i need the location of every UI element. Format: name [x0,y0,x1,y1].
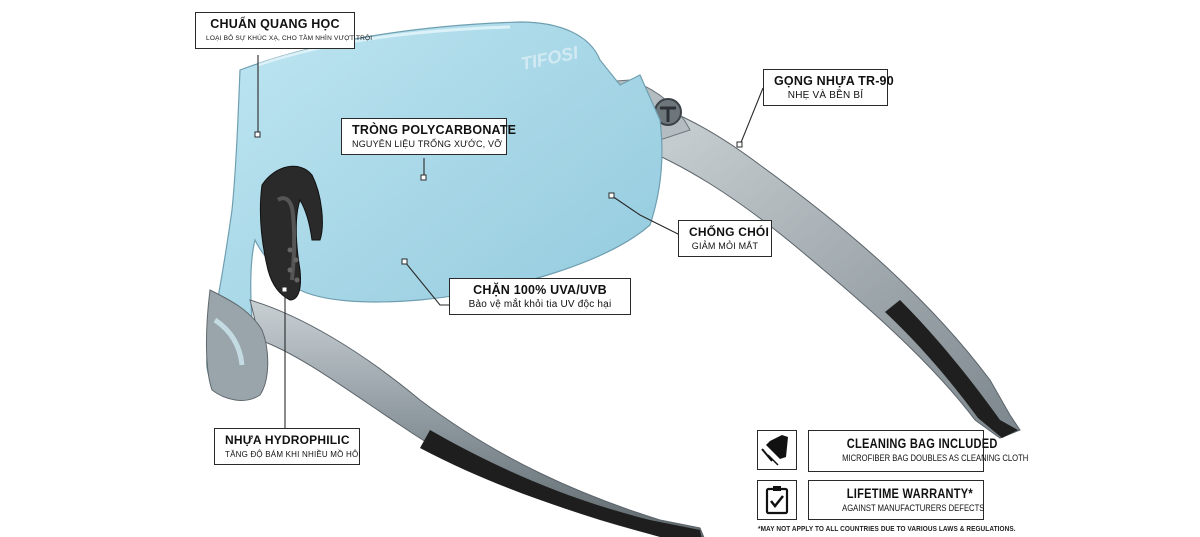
callout-uv: CHẶN 100% UVA/UVB Bảo vệ mắt khỏi tia UV… [449,278,631,315]
badge-cleaning-title: CLEANING BAG INCLUDED [846,436,998,451]
callout-frame-title: GỌNG NHỰA TR-90 [774,74,894,88]
callout-hydrophilic-subtitle: TĂNG ĐỘ BÁM KHI NHIỀU MỒ HÔI [225,450,361,459]
callout-frame: GỌNG NHỰA TR-90 NHẸ VÀ BỀN BỈ [763,69,894,106]
callout-frame-subtitle: NHẸ VÀ BỀN BỈ [787,90,864,101]
cleaning-bag-icon-box [757,430,797,470]
callout-lens-title: TRÒNG POLYCARBONATE [352,123,517,137]
badge-cleaning-bag: CLEANING BAG INCLUDED MICROFIBER BAG DOU… [808,430,1029,472]
badge-cleaning-subtitle: MICROFIBER BAG DOUBLES AS CLEANING CLOTH [842,453,1029,463]
callout-lens-subtitle: NGUYÊN LIỆU TRỐNG XƯỚC, VỠ [352,139,503,149]
callout-glare-title: CHỐNG CHÓI [689,225,769,239]
badge-lifetime-warranty: LIFETIME WARRANTY* AGAINST MANUFACTURERS… [808,480,984,520]
callout-glare: CHỐNG CHÓI GIẢM MỎI MẮT [678,220,772,257]
callout-optics: CHUẨN QUANG HỌC LOẠI BỎ SỰ KHÚC XẠ, CHO … [195,12,373,49]
nose-pad [259,165,323,301]
callout-glare-subtitle: GIẢM MỎI MẮT [691,241,759,251]
checklist-icon-box [757,480,797,520]
callout-hydrophilic-title: NHỰA HYDROPHILIC [225,433,350,447]
warranty-footnote: *MAY NOT APPLY TO ALL COUNTRIES DUE TO V… [758,524,1016,533]
tifosi-logo-icon [654,98,682,126]
left-temple-arm [205,289,705,537]
callout-optics-subtitle: LOẠI BỎ SỰ KHÚC XẠ, CHO TẦM NHÌN VƯỢT TR… [206,35,373,42]
checklist-icon [765,486,789,515]
callout-dots [254,131,743,293]
callout-optics-title: CHUẨN QUANG HỌC [210,17,340,31]
badge-warranty-title: LIFETIME WARRANTY* [846,486,973,501]
badge-warranty-subtitle: AGAINST MANUFACTURERS DEFECTS [842,503,985,513]
callout-uv-title: CHẶN 100% UVA/UVB [473,283,607,297]
callout-lens: TRÒNG POLYCARBONATE NGUYÊN LIỆU TRỐNG XƯ… [341,118,517,155]
callout-uv-subtitle: Bảo vệ mắt khỏi tia UV độc hại [468,299,612,310]
lens-shield: TIFOSI [206,21,663,386]
cleaning-bag-icon [761,435,788,466]
callout-connectors [257,55,764,438]
callout-hydrophilic: NHỰA HYDROPHILIC TĂNG ĐỘ BÁM KHI NHIỀU M… [214,428,361,465]
